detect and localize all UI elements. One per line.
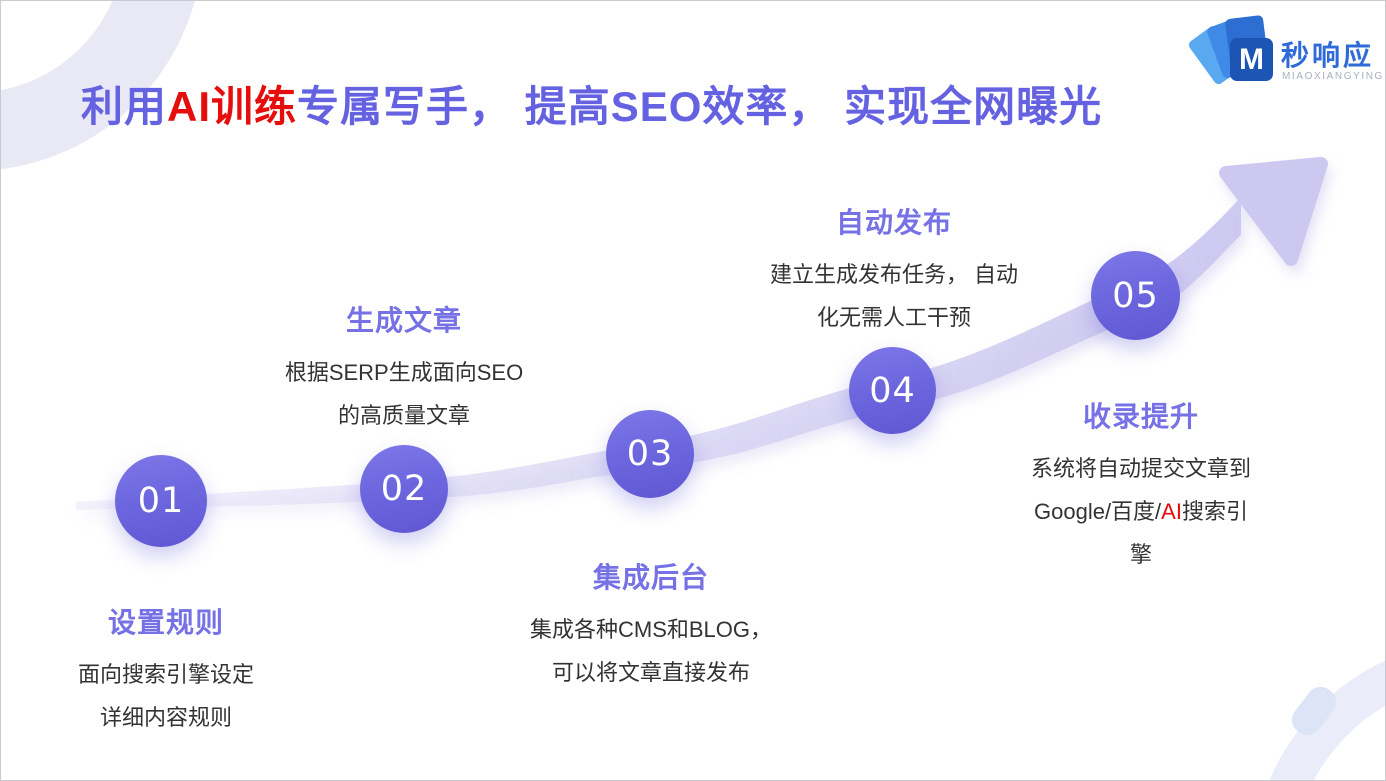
step4-desc-line1: 建立生成发布任务， 自动: [769, 262, 1019, 287]
step1-title: 设置规则: [107, 607, 224, 638]
logo-name: 秒响应: [1281, 40, 1375, 71]
step5-desc-line2: Google/百度/AI搜索引: [979, 490, 1303, 533]
step2-desc-line2: 的高质量文章: [337, 403, 470, 428]
step-circle-04: 04: [849, 347, 936, 434]
step-circle-02: 02: [360, 445, 448, 533]
step-block-3: 集成后台 集成各种CMS和BLOG， 可以将文章直接发布: [501, 556, 801, 694]
title-segment-3: 专属写手， 提高SEO效率， 实现全网曝光: [297, 83, 1103, 130]
step1-desc-line1: 面向搜索引擎设定: [77, 662, 254, 687]
step-block-2: 生成文章 根据SERP生成面向SEO 的高质量文章: [254, 299, 554, 437]
step3-desc-line2: 可以将文章直接发布: [551, 660, 750, 685]
step-circle-01: 01: [115, 455, 207, 547]
page-title: 利用AI训练专属写手， 提高SEO效率， 实现全网曝光: [81, 73, 1102, 134]
company-logo: M 秒响应 MIAOXIANGYING: [1186, 9, 1382, 91]
step-circle-03: 03: [606, 410, 694, 498]
title-segment-ai-red: AI训练: [167, 83, 298, 130]
step5-desc-line2-post: 搜索引: [1181, 499, 1248, 524]
step-block-5: 收录提升 系统将自动提交文章到 Google/百度/AI搜索引 擎: [979, 395, 1303, 576]
step4-title: 自动发布: [835, 207, 952, 238]
arrow-head: [1219, 157, 1328, 266]
step5-desc-ai-red: AI: [1161, 499, 1182, 524]
step5-desc-line1: 系统将自动提交文章到: [1030, 456, 1251, 481]
step-block-1: 设置规则 面向搜索引擎设定 详细内容规则: [31, 601, 301, 739]
step2-desc-line1: 根据SERP生成面向SEO: [284, 360, 524, 385]
step2-title: 生成文章: [345, 305, 462, 336]
step5-desc-line2-pre: Google/百度/: [1034, 499, 1162, 524]
step3-title: 集成后台: [592, 562, 709, 593]
title-segment-1: 利用: [81, 83, 168, 130]
step5-desc-line3: 擎: [1129, 542, 1152, 567]
step3-desc-line1: 集成各种CMS和BLOG，: [529, 617, 773, 642]
step4-desc-line2: 化无需人工干预: [816, 305, 971, 330]
step-block-4: 自动发布 建立生成发布任务， 自动 化无需人工干预: [727, 201, 1061, 339]
step1-desc-line2: 详细内容规则: [99, 705, 232, 730]
logo-m-icon: M: [1230, 38, 1273, 81]
step-circle-05: 05: [1091, 251, 1180, 340]
logo-subtitle: MIAOXIANGYING: [1282, 71, 1384, 82]
step5-title: 收录提升: [1082, 401, 1199, 432]
